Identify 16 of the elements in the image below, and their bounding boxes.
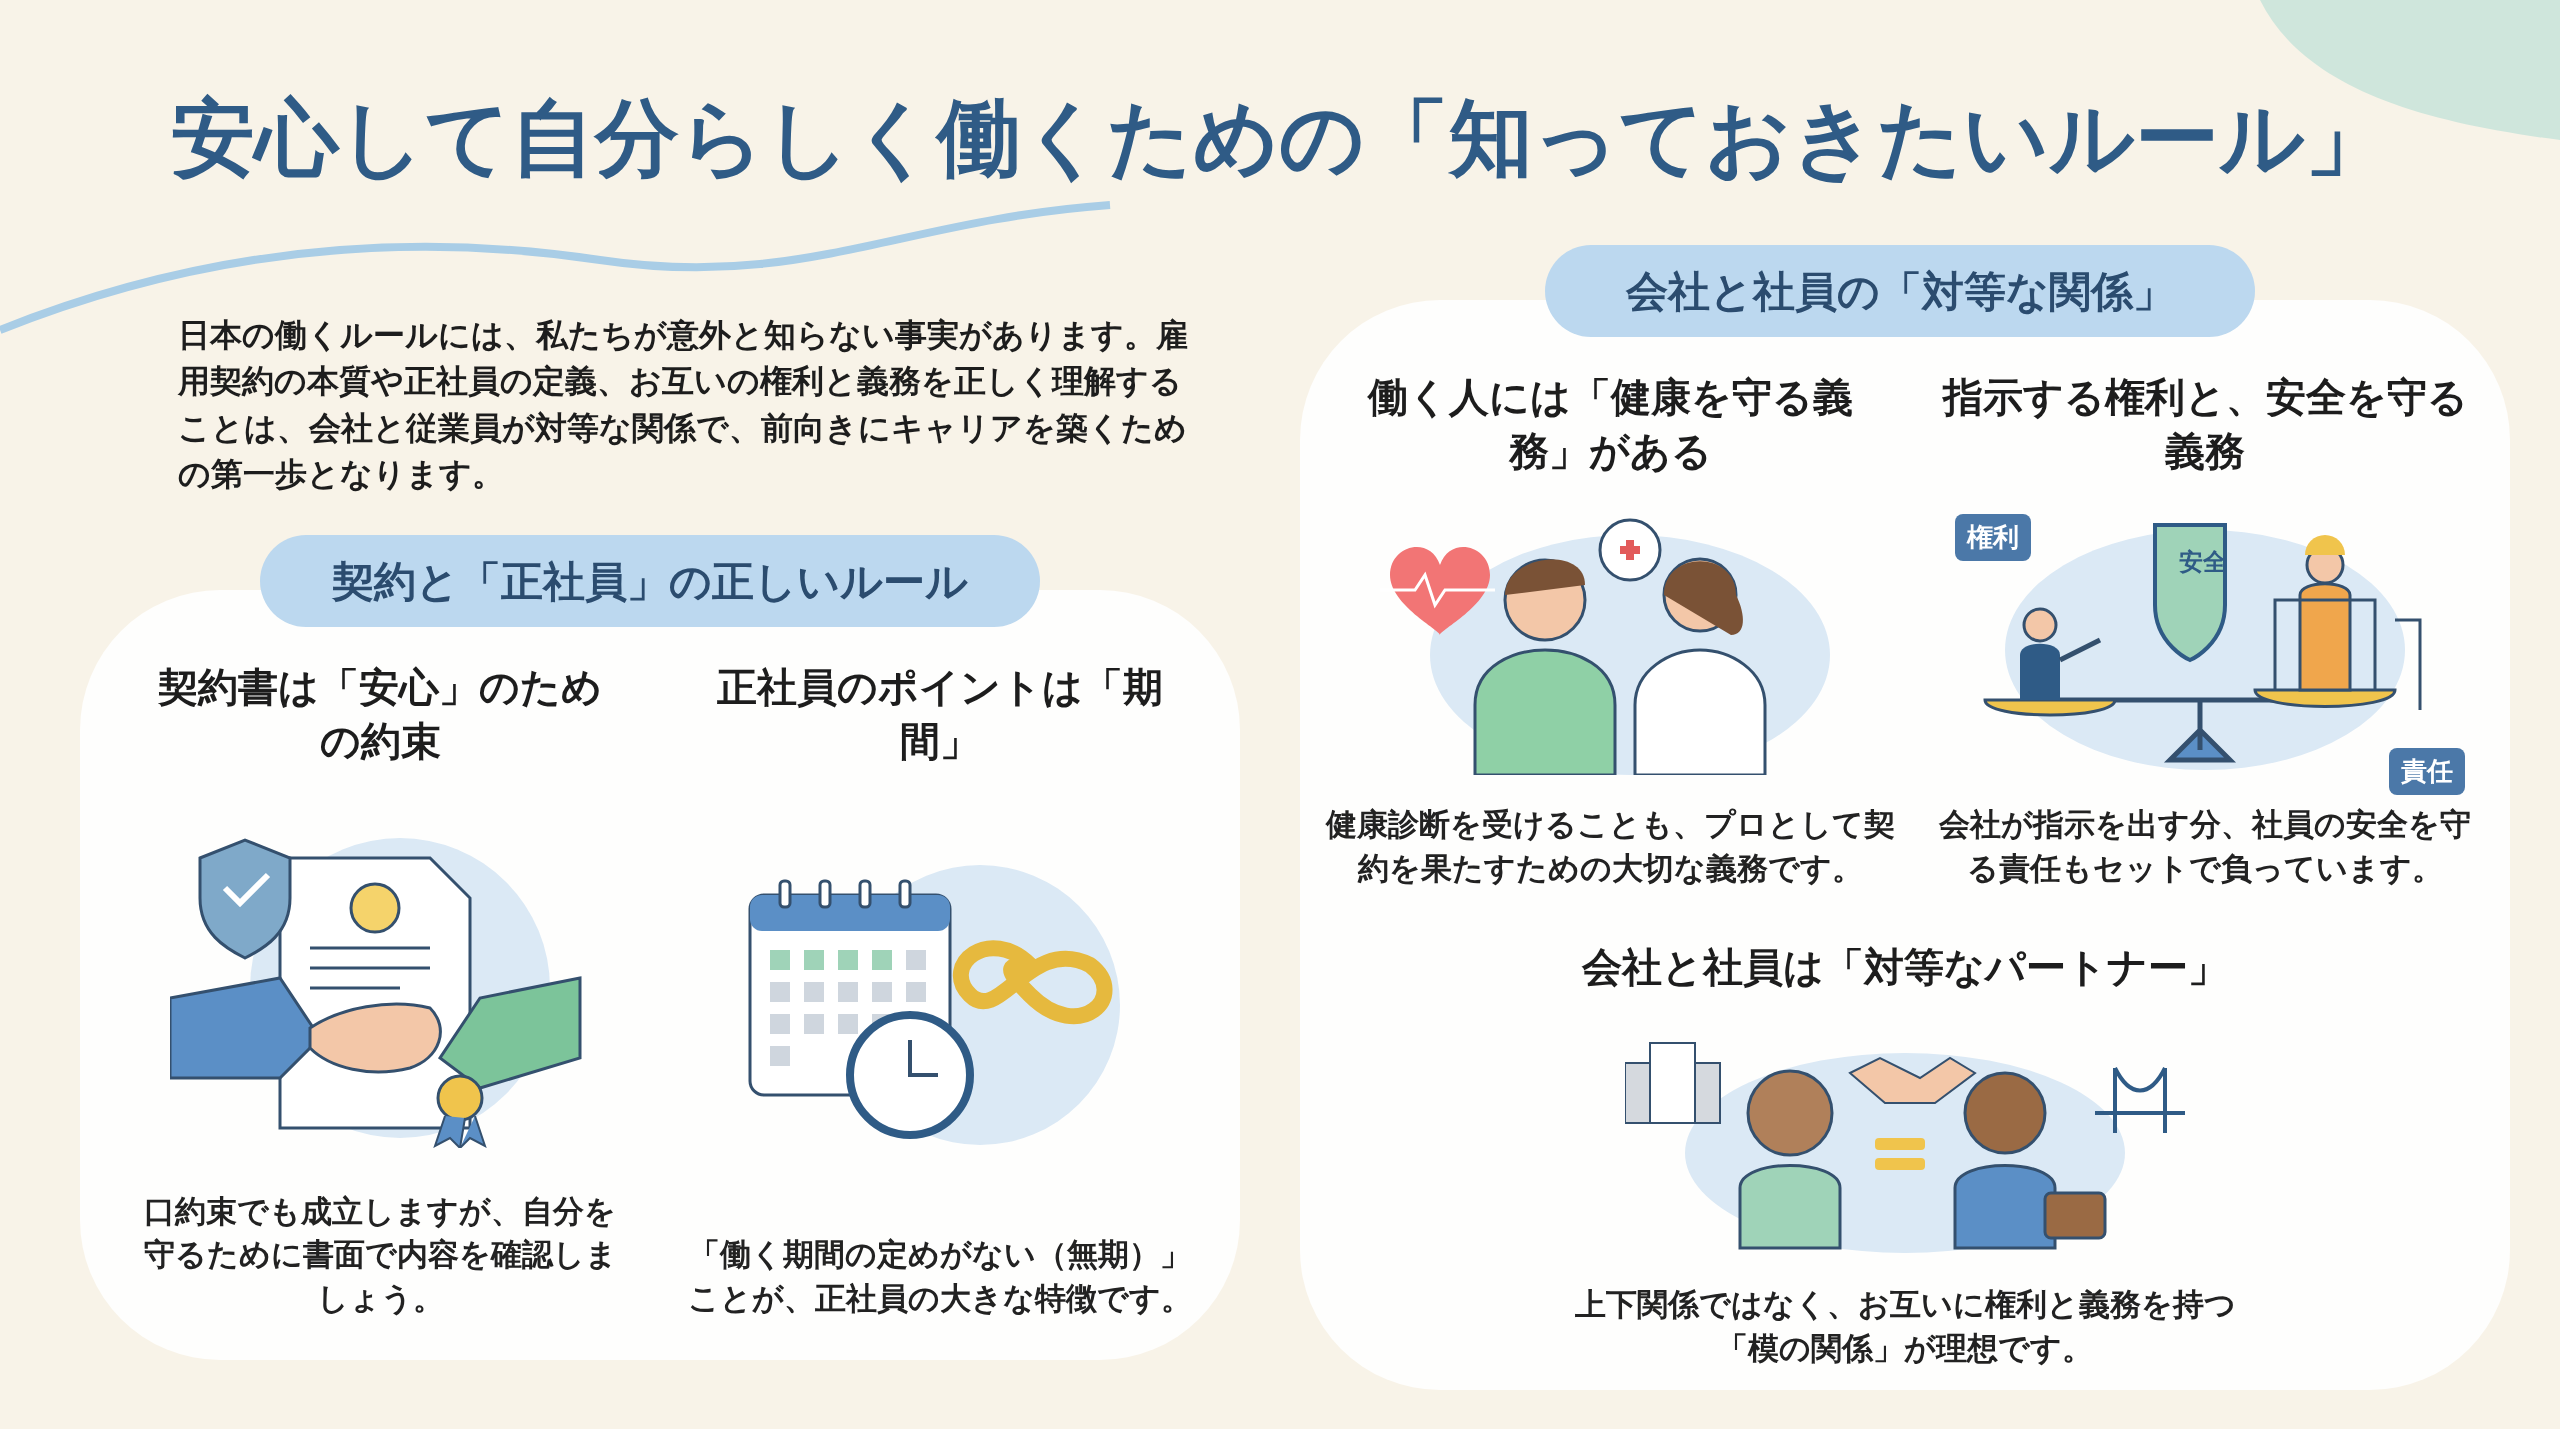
description-text: 健康診断を受けることも、プロとして契約を果たすための大切な義務です。 [1325, 805, 1895, 888]
intro-paragraph: 日本の働くルールには、私たちが意外と知らない事実があります。雇用契約の本質や正社員の定義、お互いの権利と義務を正しく理解することは、会社と従業員が対等な関係で、前向きにキャリアを築くための第一歩となります。 [178, 315, 1188, 496]
topic-heading: 会社と社員は「対等なパートナー」 [1580, 943, 2229, 992]
description-text: 「働く期間の定めがない（無期）」ことが、正社員の大きな特徴です。 [687, 1235, 1193, 1318]
topic-heading: 働く人には「健康を守る義務」がある [1366, 373, 1854, 476]
section-heading: 会社と社員の「対等な関係」 [1545, 245, 2255, 337]
topic-heading: 契約書は「安心」のための約束 [157, 663, 603, 766]
description-text: 口約束でも成立しますが、自分を守るために書面で内容を確認しましょう。 [142, 1191, 618, 1318]
section-heading: 契約と「正社員」の正しいルール [260, 535, 1040, 627]
topic-heading: 正社員のポイントは「期間」 [716, 663, 1164, 766]
topic-heading: 指示する権利と、安全を守る義務 [1941, 373, 2469, 476]
description-text: 上下関係ではなく、お互いに権利と義務を持つ「模の関係」が理想です。 [1573, 1285, 2237, 1368]
tag-label: 権利 [1955, 514, 2031, 561]
tag-label: 責任 [2389, 748, 2465, 796]
title: 安心して自分らしく働くための「知っておきたいルール」 [170, 88, 2390, 189]
description-text: 会社が指示を出す分、社員の安全を守る責任もセットで負っています。 [1938, 805, 2472, 888]
